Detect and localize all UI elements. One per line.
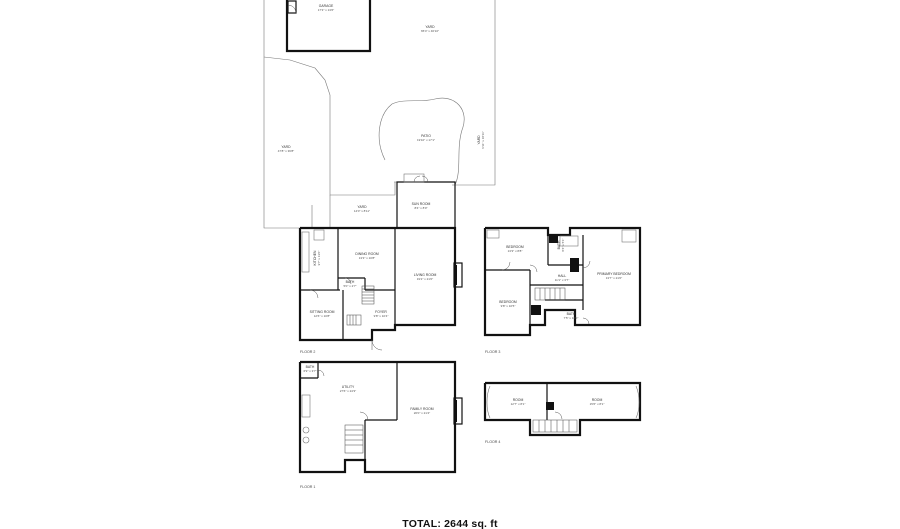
yard-right-label: YARD bbox=[477, 135, 481, 145]
utility-dims: 27'6" x 24'3" bbox=[340, 389, 356, 393]
bedroom-a-label: BEDROOM bbox=[506, 245, 524, 249]
bedroom-a-dims: 13'3" x 8'8" bbox=[508, 249, 523, 253]
bath3b-label: BATH bbox=[567, 312, 576, 316]
primary-bedroom-label: PRIMARY BEDROOM bbox=[597, 272, 631, 276]
sunroom-dims: 8'4" x 8'0" bbox=[414, 206, 427, 210]
room4a-label: ROOM bbox=[513, 398, 524, 402]
bath2-dims: 5'0" x 2'7" bbox=[343, 284, 356, 288]
hall-dims: 11'1" x 3'7" bbox=[555, 278, 570, 282]
floor-2-plan bbox=[298, 226, 463, 351]
floor-3-caption: FLOOR 3 bbox=[485, 350, 500, 354]
sitting-label: SITTING ROOM bbox=[310, 310, 335, 314]
room4a-dims: 12'7" x 8'1" bbox=[511, 402, 526, 406]
room-labels: GARAGE 17'3" x 13'6" YARD 65'4" x 46'10"… bbox=[278, 4, 631, 415]
garage-dims: 17'3" x 13'6" bbox=[318, 8, 334, 12]
yard-mid-label: YARD bbox=[357, 205, 367, 209]
bath1-dims: 6'9" x 3'7" bbox=[303, 369, 316, 373]
foyer-label: FOYER bbox=[375, 310, 387, 314]
utility-label: UTILITY bbox=[342, 385, 355, 389]
yard-top-dims: 65'4" x 46'10" bbox=[421, 29, 439, 33]
living-label: LIVING ROOM bbox=[414, 273, 437, 277]
kitchen-dims: 9'7" x 13'0" bbox=[317, 251, 321, 266]
bedroom-b-dims: 9'8" x 10'5" bbox=[501, 304, 516, 308]
bath3a-dims: 8'4" x 5'1" bbox=[561, 238, 565, 251]
living-dims: 19'2" x 21'0" bbox=[417, 277, 433, 281]
family-room-label: FAMILY ROOM bbox=[410, 407, 433, 411]
floor-4-plan bbox=[483, 381, 642, 437]
bedroom-b-label: BEDROOM bbox=[499, 300, 517, 304]
family-room-dims: 20'0" x 21'4" bbox=[414, 411, 430, 415]
yard-right-dims: 6'11" x 18'11" bbox=[481, 131, 485, 149]
primary-bedroom-dims: 13'7" x 21'0" bbox=[606, 276, 622, 280]
room4b-label: ROOM bbox=[592, 398, 603, 402]
patio-label: PATIO bbox=[421, 134, 431, 138]
foyer-dims: 9'8" x 10'4" bbox=[374, 314, 389, 318]
bath1-label: BATH bbox=[306, 365, 315, 369]
yard-mid-dims: 14'0" x 8'11" bbox=[354, 209, 370, 213]
room4b-dims: 15'6" x 8'1" bbox=[590, 402, 605, 406]
floor-1-plan bbox=[298, 360, 463, 474]
floor-2-caption: FLOOR 2 bbox=[300, 350, 315, 354]
bath3b-dims: 7'5" x 10'0" bbox=[564, 316, 579, 320]
bath2-label: BATH bbox=[346, 280, 355, 284]
sitting-dims: 12'6" x 10'8" bbox=[314, 314, 330, 318]
dining-label: DINING ROOM bbox=[355, 252, 379, 256]
kitchen-label: KITCHEN bbox=[313, 250, 317, 265]
floor-4-caption: FLOOR 4 bbox=[485, 440, 500, 444]
bath3a-label: BATH bbox=[557, 240, 561, 249]
yard-left-label: YARD bbox=[281, 145, 291, 149]
hall-label: HALL bbox=[558, 274, 567, 278]
sunroom-label: SUN ROOM bbox=[412, 202, 431, 206]
patio-dims: 19'10" x 17'1" bbox=[417, 138, 435, 142]
floor-3-plan bbox=[483, 226, 642, 337]
total-area: TOTAL: 2644 sq. ft bbox=[402, 518, 498, 529]
yard-left-dims: 47'8" x 36'8" bbox=[278, 149, 294, 153]
outdoor-area bbox=[263, 0, 496, 229]
floor-1-caption: FLOOR 1 bbox=[300, 485, 315, 489]
floor-captions: FLOOR 2 FLOOR 3 FLOOR 1 FLOOR 4 bbox=[300, 350, 500, 489]
garage-label: GARAGE bbox=[319, 4, 334, 8]
yard-top-label: YARD bbox=[425, 25, 435, 29]
dining-dims: 13'3" x 10'8" bbox=[359, 256, 375, 260]
